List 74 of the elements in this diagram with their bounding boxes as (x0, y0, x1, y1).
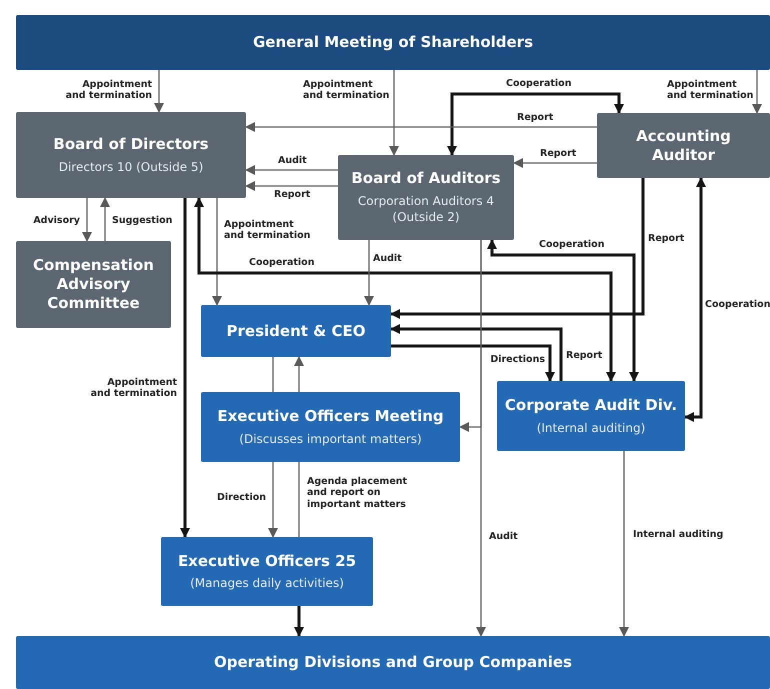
arrow (364, 240, 374, 306)
arrow (212, 198, 222, 306)
arrow (619, 451, 629, 637)
box-title: President & CEO (226, 322, 366, 340)
edge-label: Cooperation (705, 299, 770, 310)
arrow (245, 181, 338, 191)
arrow (100, 197, 110, 241)
box-subtitle: (Internal auditing) (536, 420, 646, 436)
arrow (513, 158, 597, 168)
arrow (268, 462, 278, 538)
arrow (390, 178, 644, 319)
edge-label: Report (274, 189, 310, 200)
banner-box (16, 636, 770, 689)
edge-label: Audit (278, 155, 307, 166)
edge-label: Appointment and termination (667, 79, 754, 102)
arrow (245, 122, 597, 132)
connector-line (298, 462, 300, 537)
org-box (201, 305, 391, 357)
arrow (194, 197, 616, 382)
connector-line (272, 357, 274, 392)
box-title: Corporate Audit Div. (504, 396, 678, 415)
edge-label: Suggestion (112, 215, 172, 226)
edge-label: Appointment and termination (90, 377, 177, 400)
arrow (245, 165, 338, 175)
arrow (684, 177, 706, 422)
arrow (487, 239, 639, 382)
arrow (294, 606, 304, 637)
arrow (180, 198, 190, 538)
arrow (154, 70, 164, 113)
box-subtitle: Corporation Auditors 4 (Outside 2) (356, 193, 496, 226)
edge-label: Audit (373, 253, 402, 264)
arrow (390, 324, 562, 381)
arrow (82, 198, 92, 242)
arrow (389, 70, 399, 156)
org-box (201, 392, 460, 462)
box-subtitle: Directors 10 (Outside 5) (58, 158, 204, 175)
edge-label: Cooperation (506, 78, 572, 90)
box-title: Executive Officers 25 (178, 552, 356, 570)
edge-label: Report (648, 233, 684, 244)
arrow (459, 240, 482, 432)
box-title: Operating Divisions and Group Companies (214, 653, 572, 672)
edge-label: Cooperation (249, 257, 314, 268)
edge-label: Advisory (33, 215, 80, 226)
edge-label: Audit (489, 531, 518, 542)
arrow (391, 344, 555, 382)
org-box (338, 155, 514, 240)
box-title: Board of Directors (53, 135, 209, 154)
edge-label: Report (517, 112, 554, 124)
edge-label: Appointment and termination (303, 79, 390, 102)
box-title: General Meeting of Shareholders (252, 33, 534, 52)
box-title: Board of Auditors (351, 169, 501, 188)
box-title: Executive Officers Meeting (217, 407, 444, 426)
edge-label: Directions (490, 354, 545, 366)
org-box (597, 113, 770, 178)
arrow (294, 356, 304, 392)
org-box (16, 241, 171, 328)
arrow (447, 92, 624, 156)
box-subtitle: (Discusses important matters) (239, 430, 422, 447)
edge-label: Appointment and termination (224, 219, 312, 242)
edge-label: Report (540, 148, 576, 160)
edge-label: Internal auditing (633, 529, 724, 540)
org-box (161, 537, 373, 606)
edge-label: Appointment and termination (64, 79, 152, 102)
edge-label: Report (566, 350, 602, 362)
arrow (752, 70, 762, 114)
org-box (497, 381, 685, 451)
box-title: Compensation Advisory Committee (32, 256, 155, 313)
edge-label: Cooperation (539, 239, 604, 250)
box-subtitle: (Manages daily activities) (190, 575, 344, 592)
edge-label: Direction (217, 492, 266, 504)
banner-box (16, 15, 770, 70)
org-box (16, 112, 246, 198)
box-title: Accounting Auditor (635, 126, 732, 164)
edge-label: Agenda placement and report on important matters (307, 476, 408, 510)
